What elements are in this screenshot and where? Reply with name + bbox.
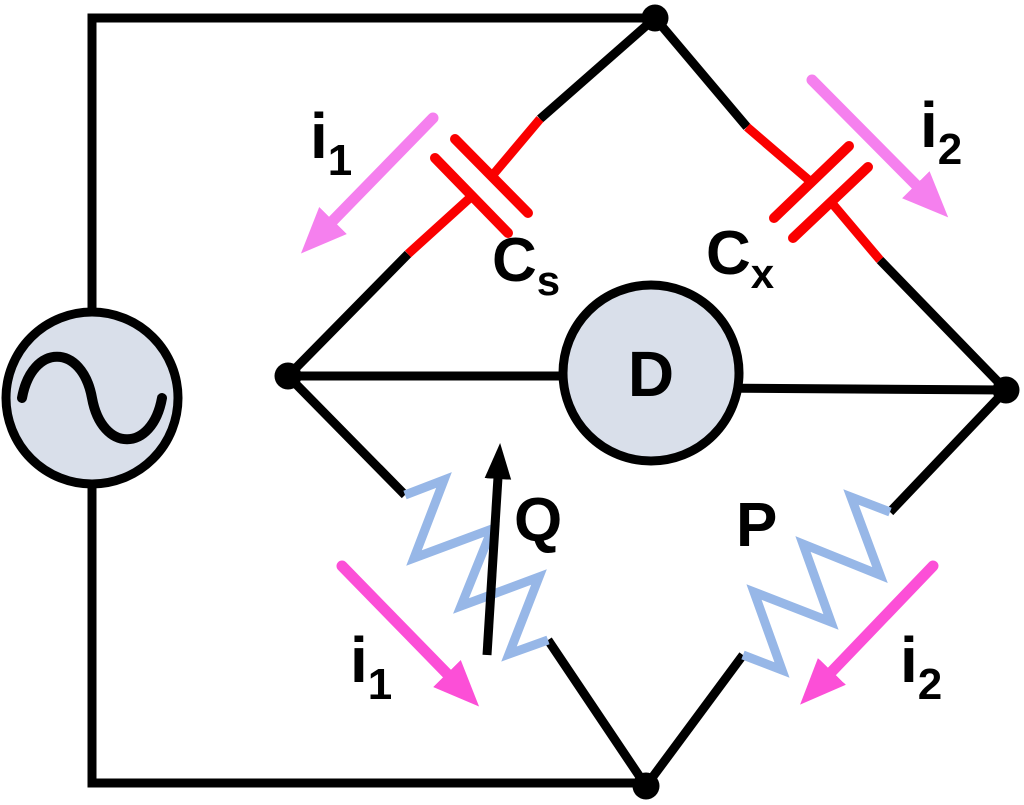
node-left — [274, 362, 302, 390]
sine-wave-icon — [17, 351, 167, 445]
arm-q-wire-upper — [284, 372, 409, 499]
current-arrow-i1-upper — [300, 112, 439, 254]
detector-label: D — [628, 338, 674, 410]
capacitor-cx-symbol — [744, 123, 884, 263]
label-i1-lower: i1 — [350, 624, 392, 709]
arm-cx-wire-upper — [651, 15, 751, 130]
label-capacitor-cx: Cx — [706, 219, 775, 297]
arm-cs-wire-upper — [537, 14, 658, 123]
label-i1-upper: i1 — [310, 100, 352, 185]
arm-cx-wire-lower — [876, 256, 1010, 394]
node-top — [641, 4, 669, 32]
arm-p-wire-lower — [642, 652, 747, 789]
ac-source — [1, 307, 183, 489]
label-resistor-q: Q — [514, 486, 562, 555]
detector-wire-right — [701, 383, 1007, 395]
node-bottom — [632, 772, 660, 800]
arm-q-wire-lower — [544, 637, 650, 789]
label-resistor-p: P — [736, 491, 777, 560]
current-arrow-i1-lower — [336, 560, 480, 707]
variable-resistor-arrow — [482, 443, 512, 656]
node-right — [992, 376, 1020, 404]
label-i2-upper: i2 — [920, 89, 962, 174]
arm-p-wire-upper — [886, 386, 1010, 516]
capacitor-cs-symbol — [404, 116, 544, 258]
detector: D — [558, 280, 744, 466]
arm-cs-wire-lower — [284, 250, 412, 380]
current-arrow-i2-upper — [806, 74, 949, 218]
label-capacitor-cs: Cs — [492, 226, 560, 304]
current-arrow-i2-lower — [800, 560, 939, 705]
resistor-p-symbol — [741, 489, 892, 678]
label-i2-lower: i2 — [900, 624, 942, 709]
resistor-q-symbol — [403, 472, 550, 662]
